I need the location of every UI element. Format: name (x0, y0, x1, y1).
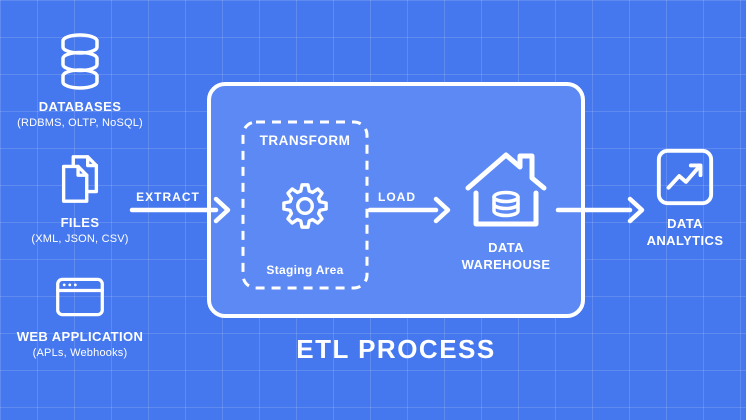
extract-arrow (129, 196, 231, 224)
line-chart-icon (656, 148, 714, 206)
dashed-border (241, 120, 369, 290)
source-databases: DATABASES (RDBMS, OLTP, NoSQL) (0, 32, 165, 129)
source-label: WEB APPLICATION (16, 329, 144, 344)
load-arrow (367, 196, 451, 224)
staging-area-label: Staging Area (266, 263, 344, 277)
source-label: FILES (60, 215, 100, 230)
files-icon (61, 155, 99, 203)
database-icon (61, 33, 99, 90)
output-arrow (555, 196, 645, 224)
house-database-icon (465, 152, 547, 227)
data-analytics: DATA ANALYTICS (642, 146, 728, 250)
staging-area-box: TRANSFORM Staging Area (241, 120, 369, 290)
data-warehouse: DATA WAREHOUSE (446, 142, 566, 274)
source-sublabel: (APLs, Webhooks) (32, 347, 128, 359)
gear-icon (282, 182, 328, 229)
etl-process-panel: TRANSFORM Staging Area (207, 82, 585, 318)
extract-label: EXTRACT (136, 190, 200, 204)
data-warehouse-label: DATA WAREHOUSE (461, 240, 551, 272)
source-files: FILES (XML, JSON, CSV) (0, 152, 165, 245)
source-web-application: WEB APPLICATION (APLs, Webhooks) (0, 274, 165, 359)
source-sublabel: (RDBMS, OLTP, NoSQL) (17, 117, 143, 129)
load-label: LOAD (378, 190, 416, 204)
browser-icon (56, 277, 104, 317)
source-sublabel: (XML, JSON, CSV) (31, 233, 129, 245)
diagram-title: ETL PROCESS (296, 334, 496, 364)
transform-title: TRANSFORM (259, 133, 351, 148)
source-label: DATABASES (38, 99, 122, 114)
data-analytics-label: DATA ANALYTICS (646, 216, 724, 248)
